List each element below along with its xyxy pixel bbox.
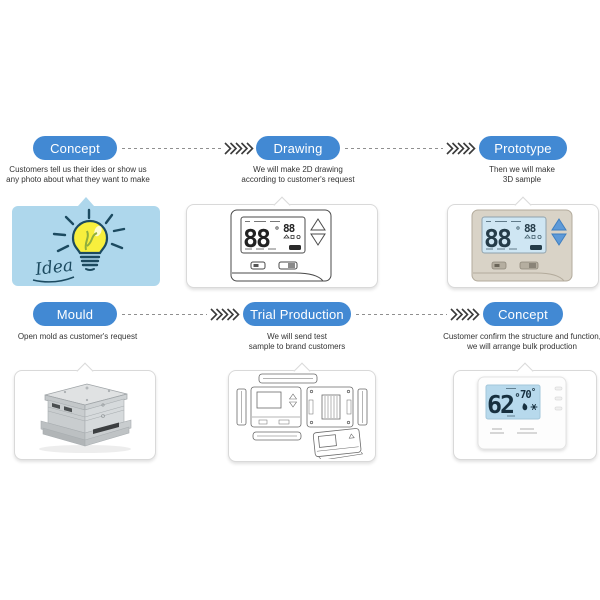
flame-icon [522,403,528,411]
step-pill-drawing: Drawing [256,136,340,160]
front-panel-labels [490,428,537,434]
step-description: We will send test sample to brand custom… [248,332,346,351]
chevron-arrow-icon [446,142,476,155]
thermostat-lcd [485,384,541,420]
idea-caption: Idea [32,256,75,283]
step-pill-trial-production: Trial Production [243,302,351,326]
lightbulb-icon: Idea [32,208,126,283]
up-down-buttons [310,218,326,246]
thermostat-lcd [240,216,306,254]
dashed-line [122,147,221,150]
mould-top-plate [44,383,128,411]
dashed-line [122,313,207,316]
step-pill-prototype: Prototype [479,136,567,160]
view-bottom [252,431,302,441]
fan-icon [530,404,538,410]
lcd-battery-icon [530,245,542,250]
side-buttons [554,386,563,411]
svg-text:70: 70 [520,389,531,401]
mould-main-block [47,398,125,434]
step-description: Customer confirm the structure and funct… [443,332,600,351]
flow-connector [122,308,240,321]
svg-text:Idea: Idea [33,256,74,281]
view-top [258,373,318,384]
step-pill-confirm: Concept [483,302,563,326]
thermostat-lcd [481,216,547,254]
step-pill-mould: Mould [33,302,117,326]
chevron-arrow-icon [210,308,240,321]
lcd-mode-icons [283,234,301,239]
mould-base-plate [40,419,132,447]
2d-drawing-illustration: 88 88 [186,196,378,288]
view-back [306,386,354,428]
step-pill-label: Trial Production [250,306,344,322]
dashed-line [356,313,447,316]
lcd-mode-icons [524,234,542,239]
bubble-pointer [78,197,94,206]
step-pill-label: Concept [498,306,548,322]
flow-connector [356,308,480,321]
slide-switches [250,261,298,270]
trial-production-illustration [228,362,376,462]
degree-mark [532,388,535,391]
lcd-digits: 88 88 [484,222,537,253]
flow-connector [122,142,254,155]
view-front [250,386,302,428]
step-pill-concept: Concept [33,136,117,160]
step-description: We will make 2D drawing according to cus… [241,165,355,184]
lcd-digits: 88 88 [243,222,296,253]
lcd-status-icons [522,403,538,411]
step-description: Customers tell us their ides or show us … [6,165,150,184]
step-pill-label: Drawing [273,140,323,156]
step-description: Open mold as customer's request [17,332,138,341]
body-divider-line [473,272,565,282]
lcd-digits: 62 70 [487,389,532,419]
view-left-side [236,388,247,426]
body-divider-line [232,272,324,282]
chevron-arrow-icon [450,308,480,321]
step-pill-label: Mould [56,306,94,322]
svg-text:88: 88 [283,222,295,235]
degree-mark [515,393,520,397]
lcd-battery-icon [289,245,301,250]
slide-switches [491,261,539,270]
lcd-tiny-labels [506,388,516,417]
step-pill-label: Prototype [494,140,552,156]
chevron-arrow-icon [224,142,254,155]
svg-text:88: 88 [524,222,536,235]
multiview-technical-drawing [236,373,368,459]
dashed-line [345,147,443,150]
up-down-buttons [551,218,567,246]
bulb-base [79,255,101,271]
thermostat-final-product: 62 70 [477,376,567,450]
svg-text:88: 88 [243,224,270,253]
mould-illustration [14,362,156,460]
mould-block-drawing [39,383,132,453]
view-perspective [312,428,363,459]
view-right-side [357,388,368,426]
step-description: Then we will make 3D sample [489,165,555,184]
thermostat-body [230,209,332,282]
final-product-illustration: 62 70 [453,362,597,460]
thermostat-3d-sample: 88 88 [471,209,573,282]
3d-sample-illustration: 88 88 [447,196,599,288]
idea-illustration: Idea [12,197,160,286]
thermostat-2d-drawing: 88 88 [230,209,332,282]
flow-connector [345,142,476,155]
svg-text:62: 62 [487,390,513,419]
svg-text:88: 88 [484,224,511,253]
bulb-rays [52,208,126,253]
bulb-glass [71,219,109,255]
step-pill-label: Concept [50,140,100,156]
